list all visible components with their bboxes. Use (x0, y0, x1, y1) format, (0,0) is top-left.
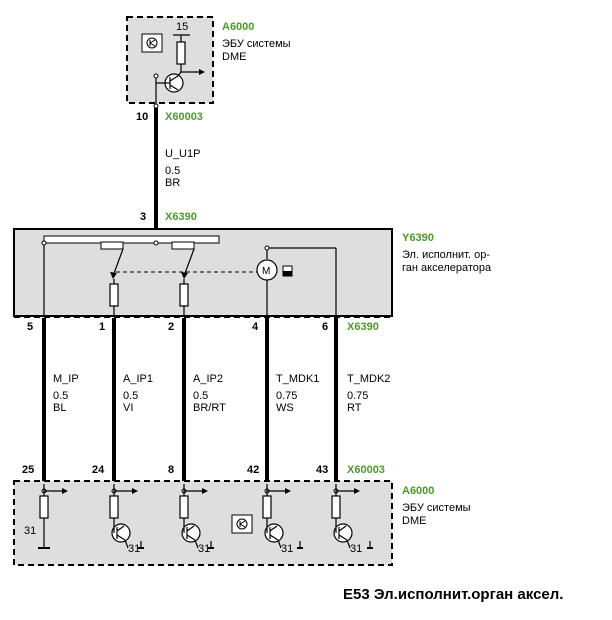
wire-0-gauge: 0.5 (53, 390, 68, 402)
actuator-pin-2: 2 (168, 321, 174, 333)
bottom-ecu-desc-1: ЭБУ системы (402, 502, 471, 514)
actuator-pin-0: 5 (27, 321, 33, 333)
wire-4-signal: T_MDK2 (347, 373, 390, 385)
wire-3-signal: T_MDK1 (276, 373, 319, 385)
wire-3-color: WS (276, 402, 294, 414)
ecu-input-3: 31 (262, 484, 303, 555)
transistor-icon (181, 523, 201, 543)
transistor-icon (111, 523, 131, 543)
wire-0-signal: M_IP (53, 373, 79, 385)
wire-2-gauge: 0.5 (193, 390, 208, 402)
potentiometer-2-icon (171, 241, 195, 250)
ecu-pin-1: 24 (92, 464, 105, 476)
top-ecu-connector-id: X60003 (165, 111, 203, 123)
bottom-ecu-desc-2: DME (402, 515, 426, 527)
wire-top-gauge: 0.5 (165, 165, 180, 177)
diagram-caption: E53 Эл.исполнит.орган аксел. (343, 586, 563, 603)
actuator-desc-2: ган акселератора (402, 262, 492, 274)
ecu-input-4: 31 (331, 484, 373, 555)
resistor-icon (39, 495, 49, 519)
ecu-symbol-icon (231, 514, 253, 534)
motor-label: M (262, 266, 270, 277)
wire-1-gauge: 0.5 (123, 390, 138, 402)
actuator-id: Y6390 (402, 232, 434, 244)
wire-4-gauge: 0.75 (347, 390, 368, 402)
actuator-block: M Y6390 Эл. исполнит. ор- ган акселерато… (13, 228, 492, 318)
bottom-ecu-block: 31 31 (13, 480, 471, 566)
actuator-pin-3: 4 (252, 321, 259, 333)
wire-top-color: BR (165, 177, 180, 189)
top-ecu-block: 15 A6000 ЭБУ системы DME (126, 16, 291, 113)
wire-top-signal: U_U1P (165, 148, 200, 160)
transistor-icon (264, 523, 284, 543)
actuator-top-pin: 3 (140, 211, 146, 223)
top-ecu-id: A6000 (222, 21, 254, 33)
wire-4-color: RT (347, 402, 362, 414)
top-ecu-desc-1: ЭБУ системы (222, 38, 291, 50)
ground-label-3: 31 (281, 543, 293, 555)
ecu-input-1: 31 (109, 484, 144, 555)
bottom-ecu-id: A6000 (402, 485, 434, 497)
actuator-pin-1: 1 (99, 321, 105, 333)
top-ecu-desc-2: DME (222, 51, 246, 63)
ground-label-2: 31 (198, 543, 210, 555)
resistor-icon (176, 41, 186, 65)
ground-label-0: 31 (24, 525, 36, 537)
ecu-pin-0: 25 (22, 464, 34, 476)
potentiometer-1-icon (100, 241, 124, 250)
top-ecu-pin-label: 15 (176, 21, 188, 33)
bottom-ecu-connector: X60003 (347, 464, 385, 476)
bottom-ecu-box (13, 480, 393, 566)
wire-3-gauge: 0.75 (276, 390, 297, 402)
actuator-top-connector: X6390 (165, 211, 197, 223)
actuator-pin-4: 6 (322, 321, 328, 333)
ecu-pin-4: 43 (316, 464, 328, 476)
wire-1-color: VI (123, 402, 133, 414)
wire-1-signal: A_IP1 (123, 373, 153, 385)
wire-2-color: BR/RT (193, 402, 226, 414)
ecu-input-2: 31 (179, 484, 214, 555)
ecu-symbol-icon (141, 33, 163, 53)
wire-2-signal: A_IP2 (193, 373, 223, 385)
ground-label-4: 31 (350, 543, 362, 555)
ecu-pin-3: 42 (247, 464, 259, 476)
wire-0-color: BL (53, 402, 66, 414)
actuator-desc-1: Эл. исполнит. ор- (402, 249, 490, 261)
actuator-bottom-connector: X6390 (347, 321, 379, 333)
top-ecu-connector-pin: 10 (136, 111, 148, 123)
ground-label-1: 31 (128, 543, 140, 555)
transistor-icon (333, 523, 353, 543)
ecu-pin-2: 8 (168, 464, 174, 476)
